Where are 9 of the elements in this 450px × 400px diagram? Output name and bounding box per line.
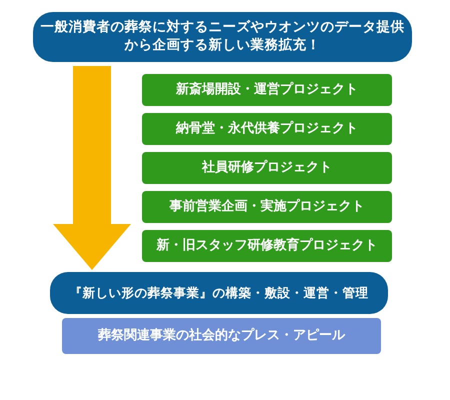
outcome-box: 葬祭関連事業の社会的なプレス・アピール — [62, 318, 381, 354]
arrow — [53, 66, 131, 270]
heading-banner: 一般消費者の葬祭に対するニーズやウオンツのデータ提供から企画する新しい業務拡充！ — [33, 12, 412, 62]
project-box: 社員研修プロジェクト — [142, 152, 392, 184]
result-banner: 『新しい形の葬祭事業』の構築・敷設・運営・管理 — [50, 272, 388, 314]
project-box: 新・旧スタッフ研修教育プロジェクト — [142, 230, 392, 262]
project-box: 事前営業企画・実施プロジェクト — [142, 191, 392, 223]
project-box: 納骨堂・永代供養プロジェクト — [142, 113, 392, 145]
project-box: 新斎場開設・運営プロジェクト — [142, 74, 392, 106]
